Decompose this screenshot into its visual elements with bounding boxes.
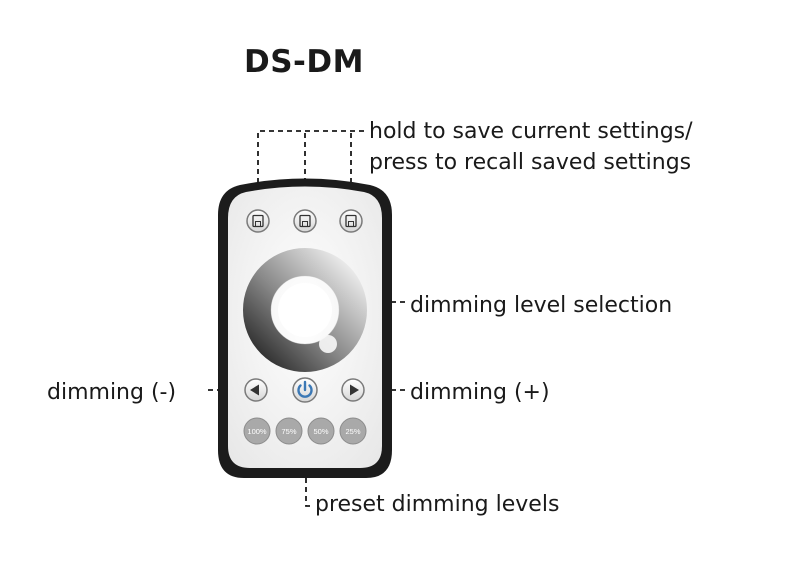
save-button-2[interactable] (293, 209, 317, 233)
right-arrow-icon (350, 384, 359, 396)
save-button-3[interactable] (339, 209, 363, 233)
floppy-disk-icon (299, 214, 311, 228)
wheel-position-marker (319, 335, 337, 353)
preset-dimming-levels-label: preset dimming levels (315, 492, 560, 517)
preset-label: 75% (281, 427, 296, 436)
preset-button-50[interactable]: 50% (307, 417, 335, 445)
save-settings-label: hold to save current settings/ press to … (369, 116, 693, 178)
preset-label: 50% (313, 427, 328, 436)
left-arrow-icon (250, 384, 259, 396)
preset-button-100[interactable]: 100% (243, 417, 271, 445)
power-button[interactable] (292, 377, 318, 403)
dimming-minus-button[interactable] (244, 378, 268, 402)
dimming-minus-label: dimming (-) (47, 380, 177, 405)
power-icon (297, 380, 313, 398)
dimming-wheel[interactable] (243, 248, 367, 372)
save-settings-label-line2: press to recall saved settings (369, 150, 692, 175)
floppy-disk-icon (252, 214, 264, 228)
dimming-plus-button[interactable] (341, 378, 365, 402)
floppy-disk-icon (345, 214, 357, 228)
preset-label: 100% (247, 427, 267, 436)
dimming-level-selection-label: dimming level selection (410, 293, 673, 318)
save-settings-label-line1: hold to save current settings/ (369, 119, 693, 144)
preset-label: 25% (345, 427, 360, 436)
save-button-1[interactable] (246, 209, 270, 233)
diagram-title: DS-DM (244, 44, 365, 80)
preset-button-25[interactable]: 25% (339, 417, 367, 445)
dimming-plus-label: dimming (+) (410, 380, 550, 405)
preset-button-75[interactable]: 75% (275, 417, 303, 445)
